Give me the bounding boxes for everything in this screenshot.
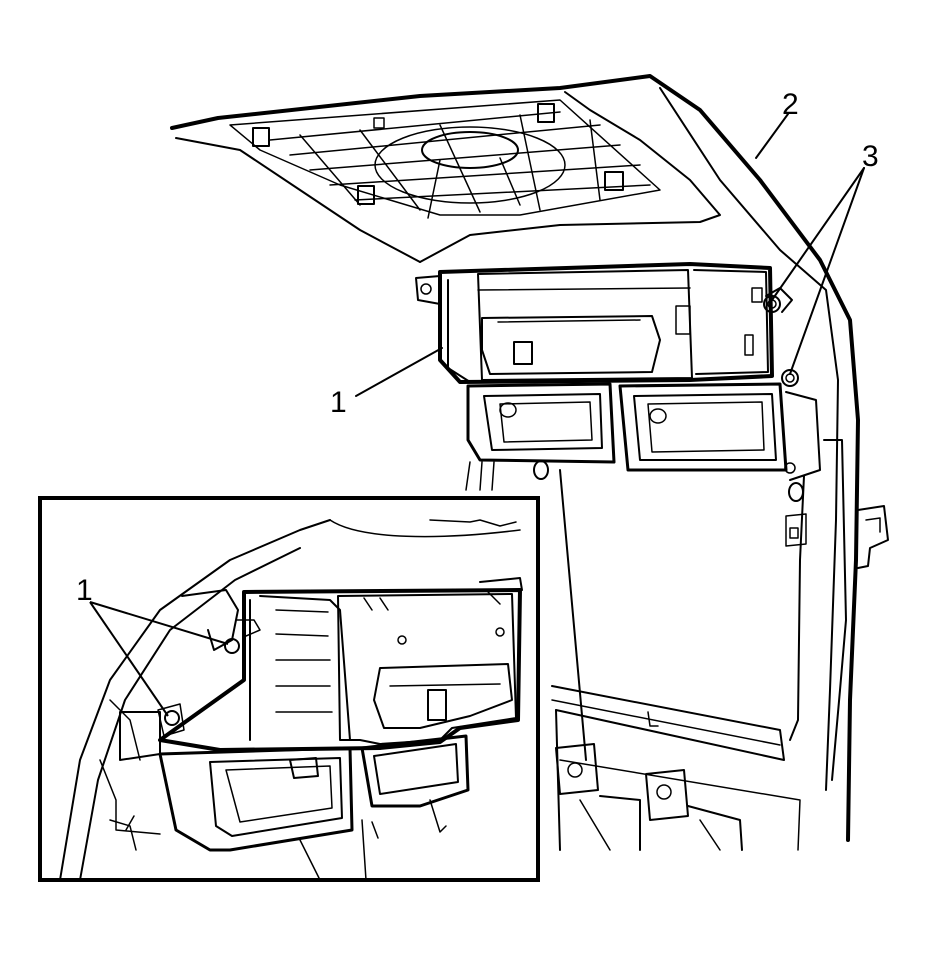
inset-leader-lines [90,602,228,716]
main-view [172,76,888,850]
callout-1-main: 1 [330,386,347,419]
inset-frame [40,498,538,880]
air-vent-ducts [468,384,820,480]
cab-interior [466,440,888,850]
leader-lines [356,114,864,396]
inset-detail-view [40,498,538,880]
callout-1-inset: 1 [76,574,93,607]
callout-3-main: 3 [862,140,879,173]
callout-2-main: 2 [782,88,799,121]
headliner-panel [172,76,858,840]
overhead-console [416,264,772,382]
